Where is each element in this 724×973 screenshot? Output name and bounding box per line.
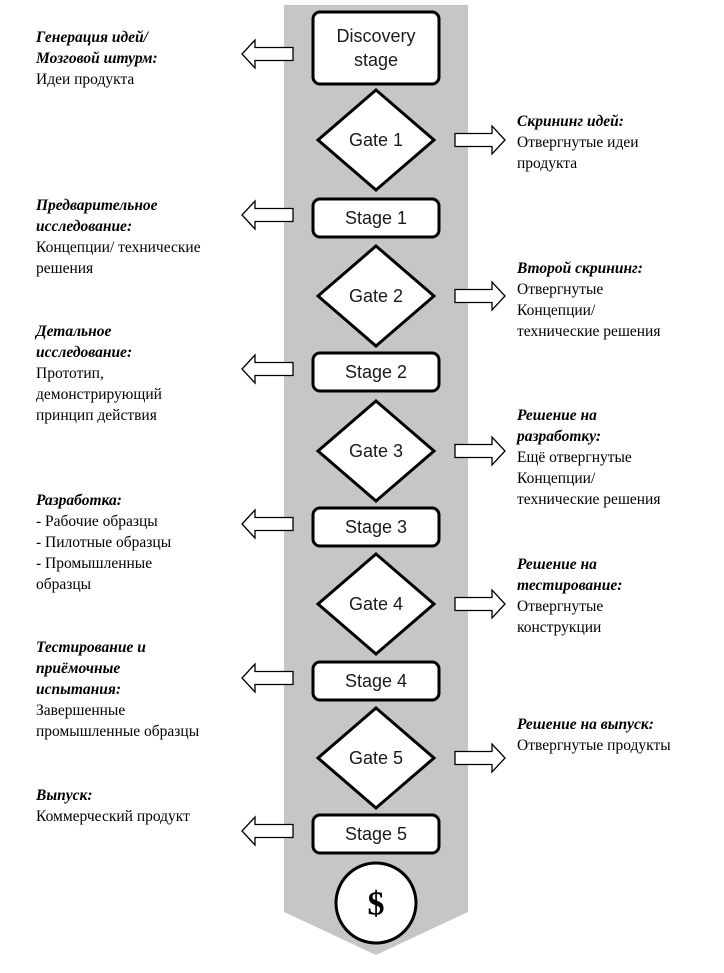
stage-output-arrow-1 xyxy=(241,199,294,231)
stage-note-4-title: Тестирование и xyxy=(36,639,146,656)
gate-note-2-title: Решение на xyxy=(517,407,597,424)
gate-note-3-title: тестирование: xyxy=(517,577,623,594)
stage-note-3-text: - Промышленные xyxy=(36,555,153,572)
gate-output-arrow-3 xyxy=(454,588,506,620)
stage-note-1: Предварительное исследование: Концепции/ т… xyxy=(36,195,201,279)
stage-note-2-text: Прототип, xyxy=(36,365,104,382)
gate-note-2-text: Концепции/ xyxy=(517,470,596,487)
stage-box-2 xyxy=(311,351,441,393)
stage-note-3-text: образцы xyxy=(36,576,92,593)
stage-note-2-title: Детальное xyxy=(36,323,112,340)
stage-note-4-text: Завершенные xyxy=(36,702,126,719)
stage-note-1-title: исследование: xyxy=(36,218,133,235)
gate-note-3-title: Решение на xyxy=(517,556,597,573)
stage-label-3-0: Stage 3 xyxy=(345,517,407,537)
gate-diamond-0 xyxy=(315,88,437,192)
stage-note-1-text: Концепции/ технические xyxy=(36,239,201,256)
stage-note-0: Генерация идей/Мозговой штурм: Идеи проду… xyxy=(36,27,158,90)
stage-note-0-title: Генерация идей/ xyxy=(36,29,148,46)
gate-note-3: Решение на тестирование: Отвергнутые констр… xyxy=(517,554,622,638)
gate-note-1-title: Второй скрининг: xyxy=(517,260,643,277)
gate-label-2: Gate 3 xyxy=(349,441,403,461)
stage-note-5-title: Выпуск: xyxy=(36,787,93,804)
gate-note-2-text: технические решения xyxy=(517,491,661,508)
gate-note-0-title: Скрининг идей: xyxy=(517,113,624,130)
stage-note-0-title: Мозговой штурм: xyxy=(36,50,158,67)
stage-label-0-1: stage xyxy=(354,50,398,70)
stage-label-5-0: Stage 5 xyxy=(345,824,407,844)
gate-note-1-text: технические решения xyxy=(517,323,661,340)
gate-note-4-title: Решение на выпуск: xyxy=(517,716,654,733)
gate-label-0: Gate 1 xyxy=(349,130,403,150)
gate-diamond-4 xyxy=(315,706,437,810)
stage-label-2-0: Stage 2 xyxy=(345,362,407,382)
gate-output-arrow-4 xyxy=(454,742,506,774)
stage-label-4-0: Stage 4 xyxy=(345,671,407,691)
stage-note-2: Детальное исследование: Прототип, демонстри… xyxy=(36,321,162,426)
gate-note-3-text: конструкции xyxy=(517,619,602,636)
stage-output-arrow-3 xyxy=(241,508,294,540)
gate-note-2-title: разработку: xyxy=(517,428,602,445)
stage-box-0 xyxy=(311,10,441,86)
stage-note-0-text: Идеи продукта xyxy=(36,71,135,88)
stage-note-5: Выпуск: Коммерческий продукт xyxy=(36,785,190,827)
gate-note-4: Решение на выпуск: Отвергнутые продукты xyxy=(517,714,671,756)
dollar-symbol: $ xyxy=(368,886,385,923)
stage-note-4: Тестирование и приёмочные испытания: Заверш… xyxy=(36,637,199,742)
gate-diamond-3 xyxy=(315,552,437,656)
gate-label-4: Gate 5 xyxy=(349,748,403,768)
stage-output-arrow-4 xyxy=(241,662,294,694)
stage-label-0-0: Discovery xyxy=(336,26,415,46)
stage-box-4 xyxy=(311,660,441,702)
stage-output-arrow-0 xyxy=(241,38,294,70)
stage-note-3-text: - Рабочие образцы xyxy=(36,513,158,530)
stage-note-4-text: промышленные образцы xyxy=(36,723,200,740)
stage-output-arrow-5 xyxy=(241,815,294,847)
final-outcome-circle xyxy=(334,861,418,945)
stage-output-arrow-2 xyxy=(241,353,294,385)
gate-note-2-text: Ещё отвергнутые xyxy=(517,449,632,466)
stage-label-1-0: Stage 1 xyxy=(345,208,407,228)
gate-diamond-1 xyxy=(315,244,437,348)
stage-note-3-title: Разработка: xyxy=(36,492,122,509)
gate-note-3-text: Отвергнутые xyxy=(517,598,604,615)
gate-diamond-2 xyxy=(315,399,437,503)
gate-label-1: Gate 2 xyxy=(349,286,403,306)
stage-box-3 xyxy=(311,506,441,548)
gate-output-arrow-2 xyxy=(454,435,506,467)
stage-note-3: Разработка: - Рабочие образцы - Пилотные о… xyxy=(36,490,171,595)
stage-note-1-text: решения xyxy=(36,260,94,277)
stage-note-3-text: - Пилотные образцы xyxy=(36,534,172,551)
gate-note-0: Скрининг идей: Отвергнутые идеи продукта xyxy=(517,111,639,174)
stage-note-4-title: испытания: xyxy=(36,681,122,698)
gate-output-arrow-0 xyxy=(454,124,506,156)
stage-note-1-title: Предварительное xyxy=(36,197,158,214)
stage-box-5 xyxy=(311,813,441,855)
gate-output-arrow-1 xyxy=(454,280,506,312)
stage-note-2-text: принцип действия xyxy=(36,407,157,424)
gate-note-1-text: Концепции/ xyxy=(517,302,596,319)
gate-note-4-text: Отвергнутые продукты xyxy=(517,737,671,754)
stage-box-1 xyxy=(311,197,441,239)
gate-label-3: Gate 4 xyxy=(349,594,403,614)
stage-note-2-title: исследование: xyxy=(36,344,133,361)
stage-note-5-text: Коммерческий продукт xyxy=(36,808,190,825)
stage-note-2-text: демонстрирующий xyxy=(36,386,162,403)
gate-note-1-text: Отвергнутые xyxy=(517,281,604,298)
stage-note-4-title: приёмочные xyxy=(36,660,121,677)
gate-note-0-text: продукта xyxy=(517,155,578,172)
gate-note-0-text: Отвергнутые идеи xyxy=(517,134,639,151)
